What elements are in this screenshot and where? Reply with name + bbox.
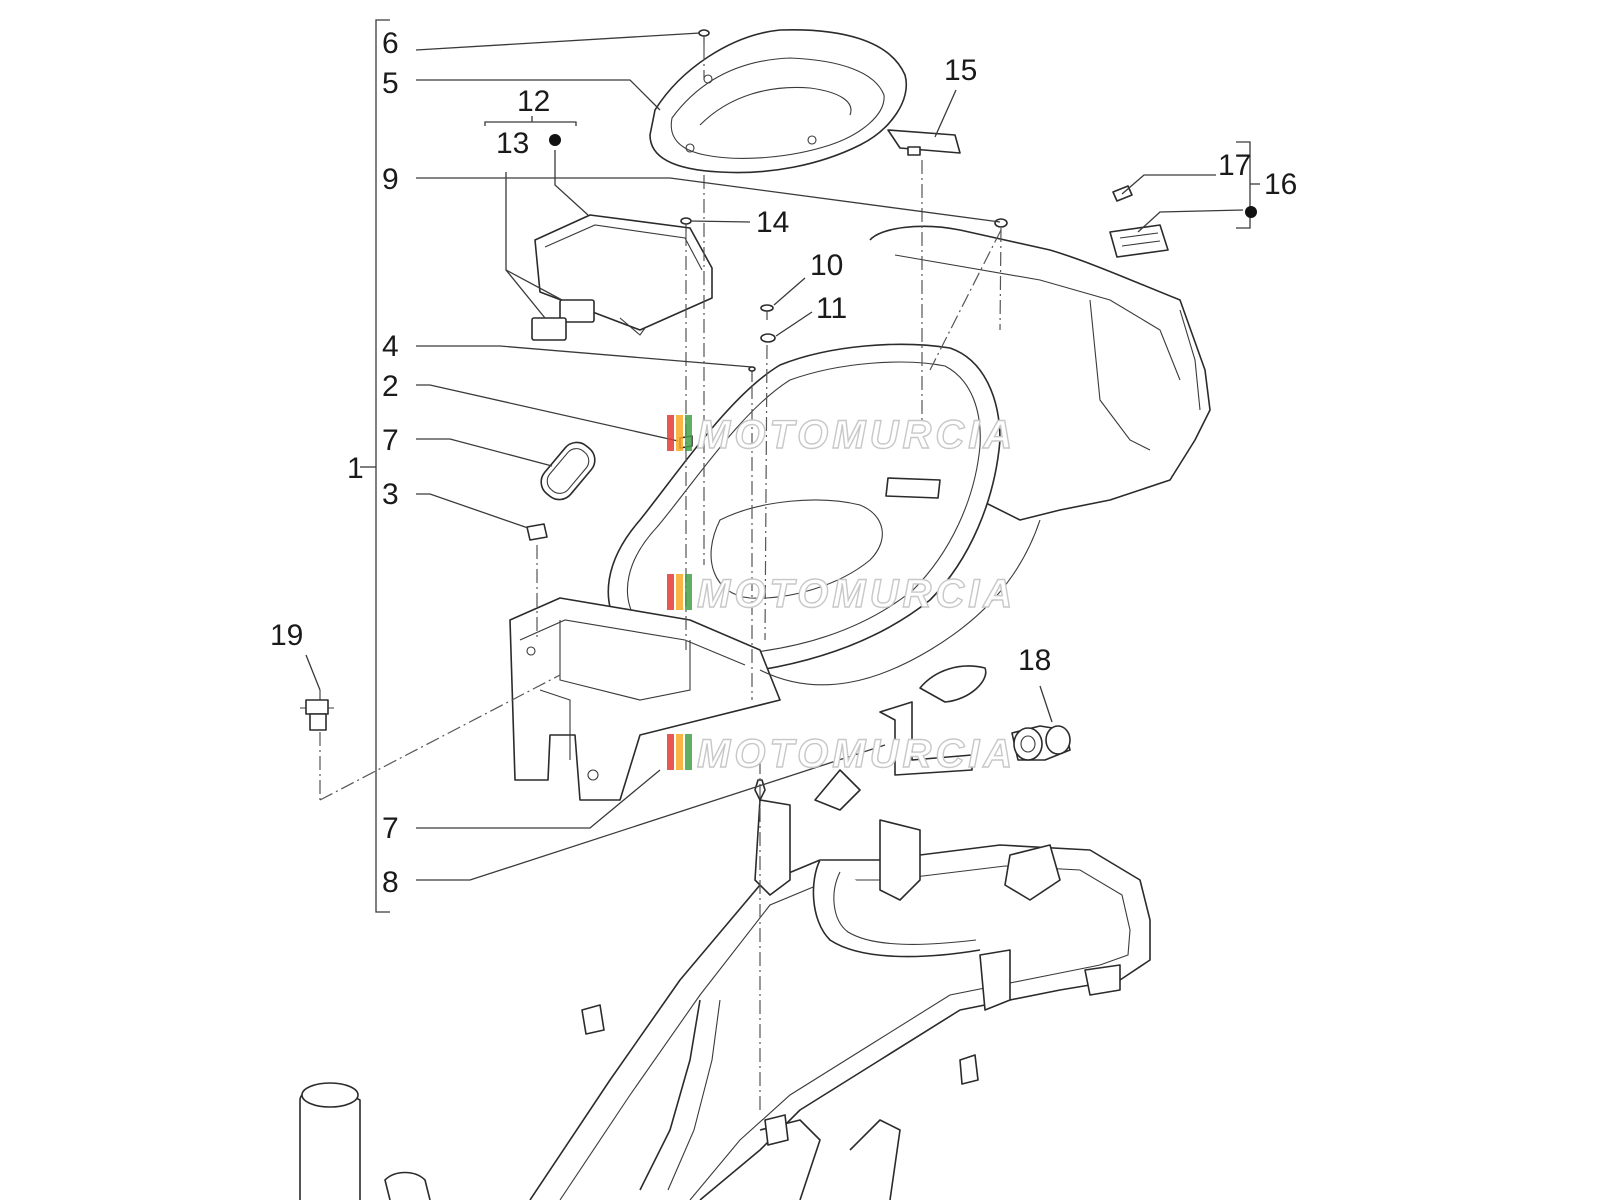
watermark-stripe-red <box>667 415 674 451</box>
alignment-lines <box>319 46 1002 1110</box>
light-unit-16-part <box>1109 224 1169 258</box>
callout-3: 3 <box>382 478 399 511</box>
screw-4-part <box>748 366 756 382</box>
watermark-stripe-yellow <box>676 734 683 770</box>
callout-18: 18 <box>1018 644 1051 677</box>
watermark-text: MOTOMURCIA <box>697 413 1016 457</box>
rubber-pads-13-part <box>531 299 595 341</box>
watermark-1: MOTOMURCIA <box>667 412 1016 458</box>
power-socket-18-part <box>1011 725 1071 761</box>
callout-5: 5 <box>382 67 399 100</box>
watermark-3: MOTOMURCIA <box>667 731 1016 777</box>
callout-1: 1 <box>347 452 364 485</box>
screw-14-part <box>680 217 692 232</box>
callout-7-lower: 7 <box>382 812 399 845</box>
watermark-2: MOTOMURCIA <box>667 571 1016 617</box>
callout-8: 8 <box>382 866 399 899</box>
watermark-stripe-red <box>667 574 674 610</box>
callout-9: 9 <box>382 163 399 196</box>
seat-lid-part <box>649 28 908 174</box>
leader-lines <box>305 32 1260 881</box>
watermark-stripe-yellow <box>676 574 683 610</box>
screw-10-part <box>760 304 774 320</box>
watermark-stripe-yellow <box>676 415 683 451</box>
callout-labels: 6 5 12 13 9 14 10 11 15 17 16 4 2 7 1 3 … <box>270 27 1297 899</box>
group-bracket-1 <box>360 19 390 913</box>
screw-6-part <box>698 29 710 46</box>
small-flap-15-part <box>887 129 961 156</box>
callout-4: 4 <box>382 330 399 363</box>
watermark-text: MOTOMURCIA <box>697 572 1016 616</box>
callout-7-upper: 7 <box>382 424 399 457</box>
watermark-text: MOTOMURCIA <box>697 732 1016 776</box>
callout-11: 11 <box>816 292 847 325</box>
callout-16: 16 <box>1264 168 1297 201</box>
callout-6: 6 <box>382 27 399 60</box>
clip-3-part <box>526 523 548 541</box>
chassis-frame <box>299 769 1151 1200</box>
callout-10: 10 <box>810 249 843 282</box>
callout-13: 13 <box>496 127 529 160</box>
gasket-7-part <box>540 441 596 501</box>
watermark-stripe-green <box>685 574 692 610</box>
watermark-stripe-green <box>685 734 692 770</box>
guide-bracket-8-part <box>879 701 973 776</box>
washer-11-part <box>760 333 776 343</box>
callout-14: 14 <box>756 206 789 239</box>
callout-19: 19 <box>270 619 303 652</box>
washer-9-part <box>994 218 1008 228</box>
callout-15: 15 <box>944 54 977 87</box>
watermark-stripe-red <box>667 734 674 770</box>
callout-2: 2 <box>382 370 399 403</box>
helmet-compartment-body <box>509 225 1211 801</box>
switch-19-part <box>300 690 334 731</box>
callout-12: 12 <box>517 85 550 118</box>
bullet-markers <box>549 134 1257 218</box>
watermark-stripe-green <box>685 415 692 451</box>
callout-17: 17 <box>1218 149 1251 182</box>
